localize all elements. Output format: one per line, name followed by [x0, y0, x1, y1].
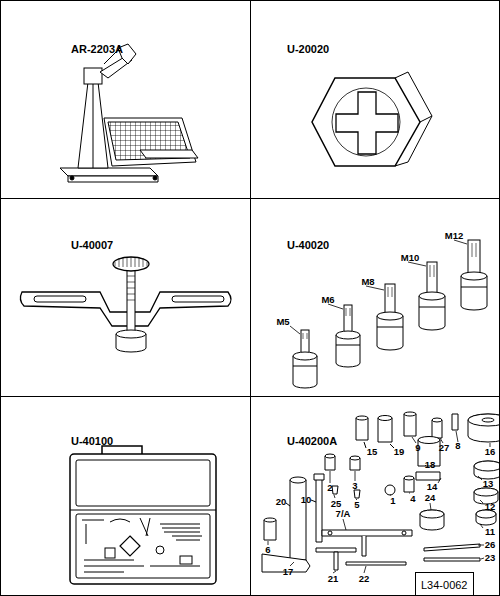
callout-number: 19: [394, 447, 405, 457]
callout-number: 23: [485, 553, 496, 563]
callout-number: 20: [276, 497, 287, 507]
callout-number: 7/A: [336, 509, 351, 519]
callout-number: 25: [331, 499, 342, 509]
callout-number: 1: [390, 496, 395, 506]
tool-panel: U-40020: [250, 198, 500, 397]
tool-number: U-20020: [287, 43, 329, 55]
drawing-number: L34-0062: [421, 579, 468, 591]
callout-number: 15: [367, 447, 378, 457]
hex-socket: [312, 72, 432, 166]
callout-number: 18: [425, 460, 436, 470]
bridge-puller: [20, 257, 231, 352]
tool-case: [70, 446, 216, 584]
drawing-number-box: L34-0062: [415, 572, 474, 596]
spline-bits: [290, 240, 487, 388]
callout-number: 14: [427, 482, 438, 492]
callout-number: 17: [283, 567, 294, 577]
tool-panel: U-40007: [0, 198, 251, 397]
callout-number: 16: [485, 447, 496, 457]
callout-number: 12: [485, 502, 496, 512]
callout-number: 5: [354, 500, 359, 510]
size-label: M10: [401, 253, 419, 263]
tool-panel: U-40100: [0, 396, 251, 596]
callout-number: 9: [415, 443, 420, 453]
callout-number: 27: [439, 443, 450, 453]
size-label: M8: [361, 277, 374, 287]
tool-number: AR-2203A: [71, 43, 123, 55]
tool-number: U-40020: [287, 239, 329, 251]
callout-number: 26: [485, 540, 496, 550]
callout-number: 13: [483, 479, 494, 489]
size-label: M6: [321, 295, 334, 305]
tool-number: U-40007: [71, 239, 113, 251]
size-label: M12: [445, 231, 463, 241]
tool-number: U-40200A: [287, 435, 337, 447]
callout-number: 11: [485, 527, 495, 537]
callout-number: 21: [328, 574, 339, 584]
callout-number: 24: [425, 493, 436, 503]
tool-number: U-40100: [71, 435, 113, 447]
tool-panel: U-40200A L34-0062: [250, 396, 500, 596]
callout-number: 2: [327, 483, 332, 493]
tool-panel: U-20020: [250, 0, 500, 199]
callout-number: 3: [352, 481, 357, 491]
assembly-stand: [60, 44, 198, 182]
callout-number: 4: [410, 494, 415, 504]
callout-number: 10: [301, 495, 312, 505]
size-label: M5: [276, 317, 289, 327]
tool-kit-parts: [262, 412, 500, 573]
callout-number: 8: [455, 441, 460, 451]
tool-panel: AR-2203A: [0, 0, 251, 199]
callout-number: 22: [359, 574, 370, 584]
callout-number: 6: [265, 545, 270, 555]
